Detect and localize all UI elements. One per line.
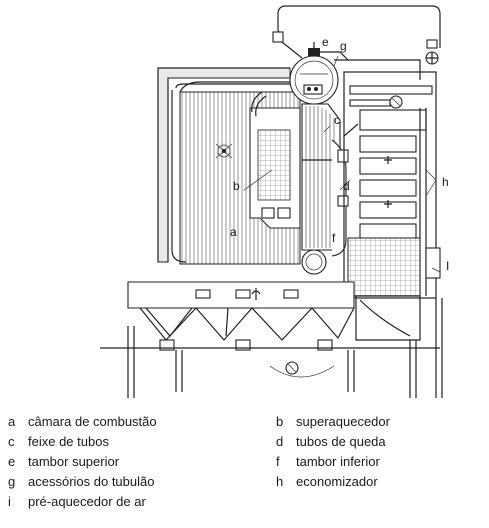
- label-c: c: [334, 113, 340, 127]
- legend-text: tubos de queda: [296, 434, 386, 449]
- legend-key: c: [8, 434, 15, 449]
- label-g: g: [340, 39, 347, 53]
- label-f: f: [332, 231, 336, 245]
- legend-text: tambor superior: [28, 454, 120, 469]
- legend: a câmara de combustão b superaquecedor c…: [0, 414, 489, 526]
- support-structure: [100, 298, 443, 398]
- superheater: [249, 91, 301, 229]
- label-leaders: [243, 55, 441, 273]
- legend-key: a: [8, 414, 16, 429]
- label-d: d: [343, 179, 350, 193]
- label-h: h: [442, 175, 449, 189]
- boiler-diagram: a b c d e f g h I: [100, 5, 449, 398]
- legend-key: e: [8, 454, 16, 469]
- label-e: e: [322, 35, 329, 49]
- legend-key: h: [276, 474, 284, 489]
- label-b: b: [233, 179, 240, 193]
- legend-text: acessórios do tubulão: [28, 474, 155, 489]
- label-a: a: [230, 225, 237, 239]
- legend-key: b: [276, 414, 284, 429]
- downcomer-tubes: [331, 123, 359, 257]
- legend-key: f: [276, 454, 280, 469]
- legend-text: superaquecedor: [296, 414, 390, 429]
- legend-text: pré-aquecedor de ar: [28, 494, 146, 509]
- furnace-casing: [157, 67, 291, 263]
- lower-drum: [301, 249, 327, 275]
- ash-hoppers: [127, 281, 421, 351]
- burner-icon: [215, 143, 233, 159]
- legend-key: g: [8, 474, 16, 489]
- legend-key: d: [276, 434, 284, 449]
- air-preheater: [347, 237, 441, 297]
- legend-text: câmara de combustão: [28, 414, 157, 429]
- legend-text: feixe de tubos: [28, 434, 109, 449]
- legend-key: i: [8, 494, 11, 509]
- legend-text: tambor inferior: [296, 454, 380, 469]
- economizer: [343, 71, 437, 299]
- label-i: I: [446, 259, 449, 273]
- legend-text: economizador: [296, 474, 378, 489]
- drum-fittings: [272, 5, 441, 80]
- upper-drum: [289, 55, 339, 105]
